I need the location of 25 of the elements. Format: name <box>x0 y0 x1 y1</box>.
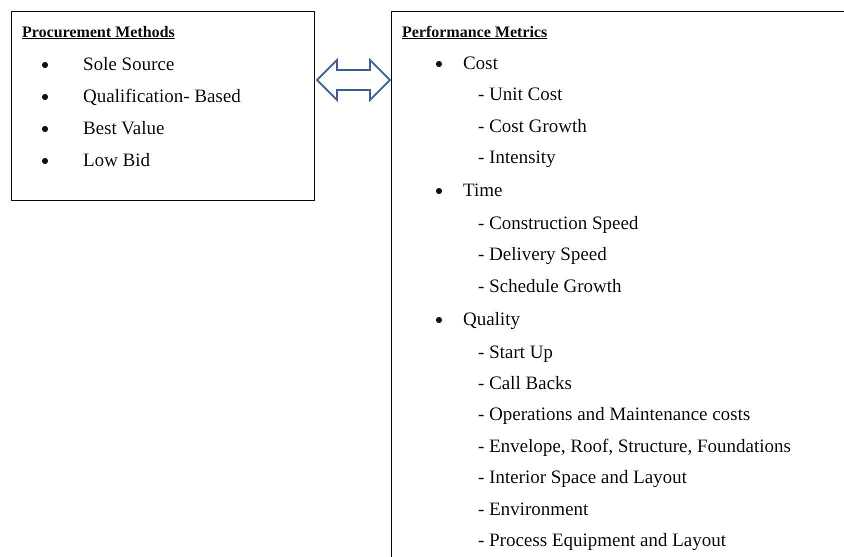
sub-item: - Cost Growth <box>478 114 587 139</box>
bullet-item: Qualification- Based <box>83 85 241 109</box>
bullet-item: Cost <box>463 52 498 76</box>
sub-item: - Call Backs <box>478 372 572 396</box>
heading: Performance Metrics <box>402 23 548 43</box>
sub-item: - Unit Cost <box>478 83 562 108</box>
double-arrow <box>316 58 392 102</box>
sub-item: - Envelope, Roof, Structure, Foundations <box>478 434 791 459</box>
bullet-item: Time <box>463 179 502 204</box>
sub-item: - Operations and Maintenance costs <box>478 403 750 428</box>
sub-item: - Process Equipment and Layout <box>478 529 726 553</box>
sub-item: - Delivery Speed <box>478 243 607 268</box>
sub-item: - Interior Space and Layout <box>478 466 687 490</box>
sub-item: - Intensity <box>478 146 556 170</box>
sub-item: - Construction Speed <box>478 212 638 236</box>
sub-item: - Environment <box>478 498 588 522</box>
sub-item: - Start Up <box>478 340 553 365</box>
bullet-item: Best Value <box>83 117 164 141</box>
bullet-item: Quality <box>463 308 520 332</box>
bullet-item: Sole Source <box>83 53 174 77</box>
sub-item: - Schedule Growth <box>478 274 622 299</box>
text-box <box>391 11 844 557</box>
heading: Procurement Methods <box>22 23 175 43</box>
text-box <box>11 11 315 201</box>
bullet-item: Low Bid <box>83 149 150 173</box>
